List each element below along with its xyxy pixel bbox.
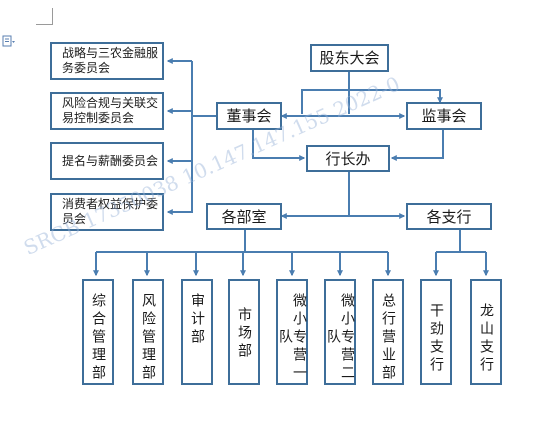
- shareholders-meeting-box: 股东大会: [310, 44, 389, 72]
- consumer-protection-committee-label: 消费者权益保护委员会: [62, 197, 159, 226]
- dept-audit-label: 审计部: [189, 293, 205, 347]
- branch-longshan-box: 龙山支行: [470, 279, 502, 385]
- dept-micro1-label: 微小专营一队: [277, 293, 307, 383]
- supervisors-label: 监事会: [421, 107, 467, 125]
- strategy-committee-box: 战略与三农金融服务委员会: [50, 42, 164, 80]
- nomination-committee-box: 提名与薪酬委员会: [50, 142, 164, 180]
- board-box: 董事会: [216, 102, 282, 130]
- branches-box: 各支行: [406, 203, 492, 230]
- page-corner-mark: [36, 8, 53, 25]
- president-office-box: 行长办: [306, 145, 390, 172]
- edge-to-supervisors: [349, 89, 443, 104]
- departments-label: 各部室: [221, 207, 267, 226]
- shareholders-meeting-label: 股东大会: [319, 49, 380, 67]
- board-label: 董事会: [226, 107, 272, 125]
- dept-general-label: 综合管理部: [90, 293, 106, 383]
- dept-business-label: 总行营业部: [380, 293, 396, 383]
- dept-risk-box: 风险管理部: [132, 279, 164, 385]
- supervisors-box: 监事会: [406, 102, 482, 130]
- branches-label: 各支行: [426, 207, 472, 226]
- branch-ganjin-label: 干劲支行: [428, 303, 444, 375]
- risk-compliance-committee-box: 风险合规与关联交易控制委员会: [50, 92, 164, 130]
- president-office-label: 行长办: [325, 149, 371, 168]
- dept-micro2-box: 微小专营二队: [324, 279, 356, 385]
- edge-to-board: [301, 89, 349, 114]
- dept-general-box: 综合管理部: [82, 279, 114, 385]
- edge-board-president: [252, 130, 306, 161]
- dept-micro2-label: 微小专营二队: [325, 293, 355, 383]
- dept-micro1-box: 微小专营一队: [276, 279, 308, 385]
- branch-ganjin-box: 干劲支行: [420, 279, 452, 385]
- dept-audit-box: 审计部: [181, 279, 213, 385]
- branch-longshan-label: 龙山支行: [478, 303, 494, 375]
- edge-supervisors-president: [390, 130, 444, 161]
- departments-box: 各部室: [206, 203, 282, 230]
- dept-risk-label: 风险管理部: [140, 293, 156, 383]
- document-icon: [2, 35, 15, 47]
- risk-compliance-committee-label: 风险合规与关联交易控制委员会: [62, 96, 159, 125]
- dept-market-label: 市场部: [236, 307, 252, 361]
- consumer-protection-committee-box: 消费者权益保护委员会: [50, 193, 164, 231]
- strategy-committee-label: 战略与三农金融服务委员会: [62, 46, 159, 75]
- dept-market-box: 市场部: [228, 279, 260, 385]
- nomination-committee-label: 提名与薪酬委员会: [62, 153, 159, 168]
- dept-business-box: 总行营业部: [372, 279, 404, 385]
